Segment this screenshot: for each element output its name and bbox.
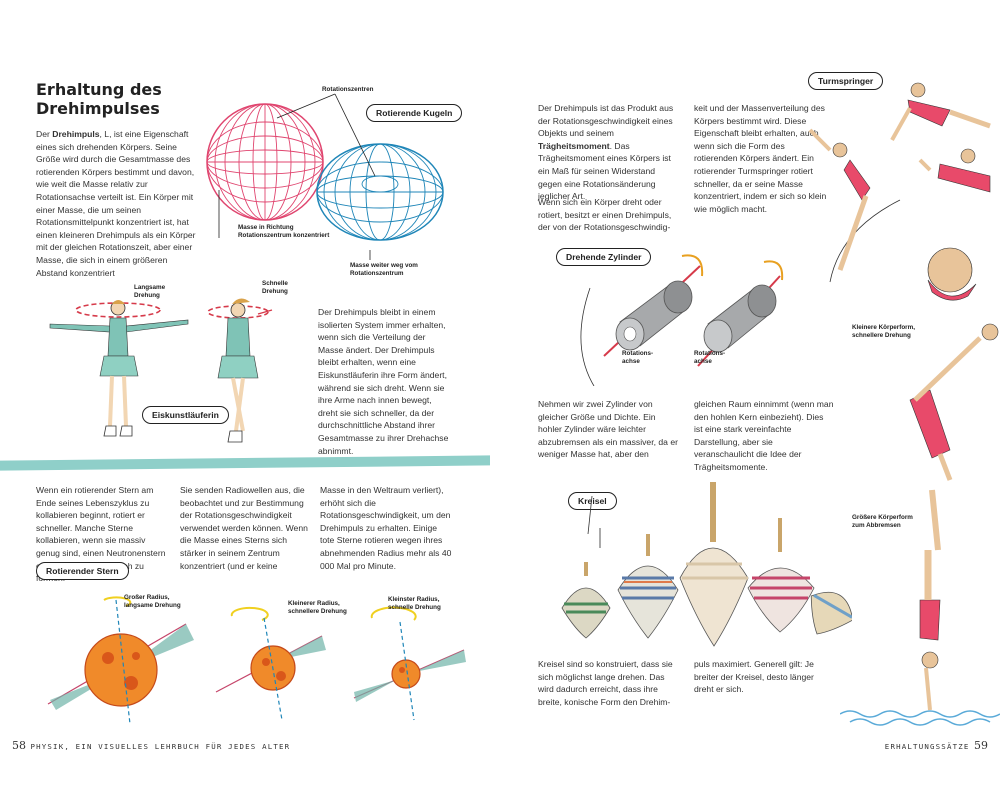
label-fast-rotation: Schnelle Drehung (262, 280, 288, 295)
star-small (353, 606, 466, 721)
rotating-spheres-illustration (206, 93, 444, 260)
star-text-col2: Sie senden Radiowellen aus, die beobacht… (180, 485, 308, 571)
tops-text-col2: puls maximiert. Generell gilt: Je breite… (694, 659, 814, 695)
label-axis-1: Rotations-achse (622, 350, 654, 365)
stars-illustration (47, 596, 466, 725)
tag-tower-diver: Turmspringer (808, 72, 884, 90)
top-5 (810, 591, 852, 635)
right-footer: ERHALTUNGSSÄTZE 59 (885, 736, 988, 754)
right-col1-paragraph2: Wenn sich ein Körper dreht oder rotiert,… (538, 197, 672, 233)
left-footer: 58 PHYSIK, EIN VISUELLES LEHRBUCH FÜR JE… (12, 736, 290, 754)
label-star-small: Kleinster Radius, schnelle Drehung (388, 596, 441, 611)
page-number-right: 59 (974, 739, 988, 752)
hollow-cylinder (603, 254, 704, 357)
cylinders-text-col2: gleichen Raum einnimmt (wenn man den hoh… (694, 399, 834, 472)
diver-1 (890, 82, 991, 141)
top-4 (747, 518, 815, 633)
star-text-col3: Masse in den Weltraum verliert), erhöht … (320, 485, 452, 571)
top-2 (617, 534, 679, 639)
right-col1-paragraph: Der Drehimpuls ist das Produkt aus der R… (538, 103, 674, 202)
tag-rotating-star: Rotierender Stern (36, 562, 129, 580)
top-3 (679, 482, 749, 647)
slow-skater (49, 300, 189, 437)
tag-rotating-spheres: Rotierende Kugeln (366, 104, 463, 122)
diver-5 (909, 323, 999, 481)
cylinders-illustration (580, 254, 784, 386)
tag-spinning-tops: Kreisel (568, 492, 617, 510)
diver-2 (808, 128, 871, 271)
skaters-illustration (49, 298, 273, 443)
divers-illustration (808, 82, 999, 711)
cylinders-text-col1: Nehmen wir zwei Zylinder von gleicher Gr… (538, 399, 678, 460)
label-star-medium: Kleinerer Radius, schnellere Drehung (288, 600, 347, 615)
page-title: Erhaltung des Drehimpulses (36, 80, 162, 118)
star-large (47, 596, 194, 725)
label-larger-body: Größere Körperform zum Abbremsen (852, 514, 913, 529)
right-col2-paragraph: keit und der Massenverteilung des Körper… (694, 103, 827, 214)
diver-4 (927, 247, 977, 301)
label-mass-far: Masse weiter weg vom Rotationszentrum (350, 262, 418, 277)
label-slow-rotation: Langsame Drehung (134, 284, 166, 299)
diver-3 (918, 148, 991, 193)
page-number-left: 58 (12, 739, 26, 752)
tops-text-col1: Kreisel sind so konstruiert, dass sie si… (538, 659, 673, 707)
water-waves (840, 710, 1000, 726)
pink-sphere (206, 103, 324, 221)
label-axis-2: Rotations-achse (694, 350, 726, 365)
section-divider (0, 455, 490, 471)
running-head-left: PHYSIK, EIN VISUELLES LEHRBUCH FÜR JEDES… (30, 742, 291, 751)
label-star-large: Großer Radius, langsame Drehung (124, 594, 181, 609)
running-head-right: ERHALTUNGSSÄTZE (884, 742, 970, 751)
fast-skater (207, 298, 273, 443)
tag-figure-skater: Eiskunstläuferin (142, 406, 229, 424)
solid-cylinder (697, 260, 784, 367)
star-medium (215, 606, 326, 721)
diver-6 (919, 489, 941, 711)
blue-torus (316, 143, 444, 241)
label-mass-concentrated: Masse in Richtung Rotationszentrum konze… (238, 224, 330, 239)
top-1 (561, 562, 611, 639)
spinning-tops-illustration (561, 482, 852, 647)
tag-rotating-cylinders: Drehende Zylinder (556, 248, 652, 266)
skater-paragraph: Der Drehimpuls bleibt in einem isolierte… (318, 307, 449, 456)
label-smaller-body: Kleinere Körperform, schnellere Drehung (852, 324, 915, 339)
label-rotation-centers: Rotationszentren (322, 86, 374, 93)
intro-paragraph: Der Drehimpuls, L, ist eine Eigenschaft … (36, 129, 196, 278)
